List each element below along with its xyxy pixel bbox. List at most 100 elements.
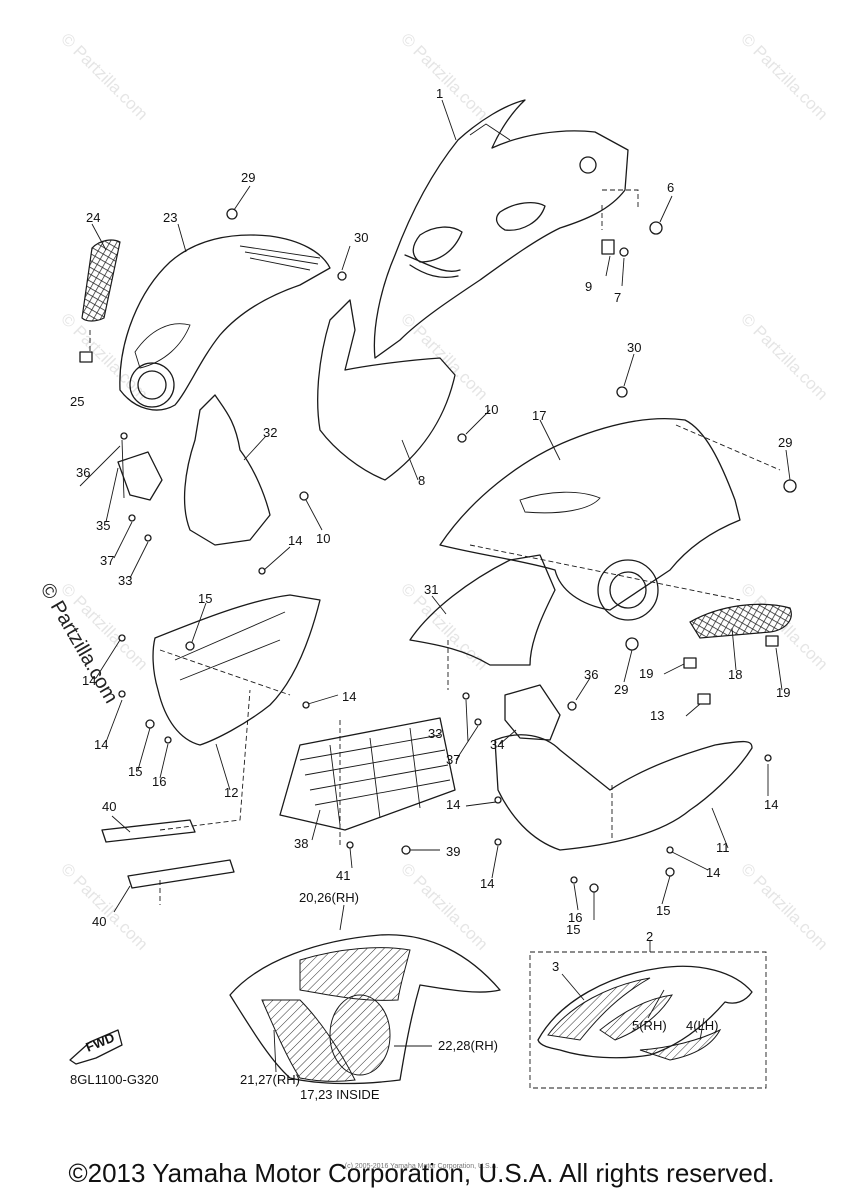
decal-cover [229, 934, 501, 1085]
bolt-14 [258, 567, 266, 575]
callout: 14 [480, 876, 494, 891]
bolt-29 [783, 479, 797, 493]
bolt-14 [764, 754, 772, 762]
bolt-29 [625, 637, 639, 651]
bolt-14 [118, 690, 126, 698]
bolt-39 [401, 845, 411, 855]
callout: 33 [118, 573, 132, 588]
bolt-15 [145, 719, 155, 729]
watermark-tile: © Partzilla.com [397, 29, 491, 123]
callout: 23 [163, 210, 177, 225]
part-35-device [117, 451, 163, 501]
callout: 14 [706, 865, 720, 880]
callout: 15 [656, 903, 670, 918]
bolt-29 [226, 208, 238, 220]
callout: 24 [86, 210, 100, 225]
bolt-15 [185, 641, 195, 651]
callout: 15 [198, 591, 212, 606]
callout: 29 [241, 170, 255, 185]
part-24-grille [81, 239, 121, 322]
washer-16 [164, 736, 172, 744]
callout: 1 [436, 86, 443, 101]
callout: 20,26(RH) [299, 890, 359, 905]
callout: 14 [82, 673, 96, 688]
watermark-tiles: © Partzilla.com © Partzilla.com © Partzi… [57, 29, 831, 953]
bolt-33 [462, 692, 470, 700]
diagram-code: 8GL1100-G320 [70, 1072, 159, 1087]
watermark-tile: © Partzilla.com [737, 309, 831, 403]
copyright-footer: ©2013 Yamaha Motor Corporation, U.S.A. A… [68, 1158, 775, 1188]
callout: 29 [778, 435, 792, 450]
callout: 11 [716, 840, 730, 855]
bolt-14 [494, 796, 502, 804]
part-40-strips [101, 819, 235, 889]
callout: 18 [728, 667, 742, 682]
bolt-36 [120, 432, 128, 440]
callout: 13 [650, 708, 664, 723]
washer-30 [337, 271, 347, 281]
callout: 37 [446, 752, 460, 767]
callout: 15 [128, 764, 142, 779]
callout: 31 [424, 582, 438, 597]
callout: 14 [446, 797, 460, 812]
callout: 10 [484, 402, 498, 417]
callout: 32 [263, 425, 277, 440]
callout: 16 [152, 774, 166, 789]
bolt-10 [457, 433, 467, 443]
part-31-bracket [409, 554, 556, 666]
callout: 12 [224, 785, 238, 800]
callout: 6 [667, 180, 674, 195]
part-13-clip [697, 693, 711, 705]
callout: 37 [100, 553, 114, 568]
bolt-14 [302, 701, 310, 709]
callout: 10 [316, 531, 330, 546]
callout: 36 [584, 667, 598, 682]
fasteners [118, 208, 797, 893]
washer-7 [619, 247, 629, 257]
callout: 9 [585, 279, 592, 294]
callout: 34 [490, 737, 504, 752]
callout: 21,27(RH) [240, 1072, 300, 1087]
callout: 35 [96, 518, 110, 533]
callout: 33 [428, 726, 442, 741]
part-32-bracket [183, 394, 271, 546]
bolt-14 [666, 846, 674, 854]
inside-note: 17,23 INSIDE [300, 1087, 380, 1102]
bolt-14 [494, 838, 502, 846]
watermark-tile: © Partzilla.com [57, 309, 151, 403]
part-19-clip [683, 657, 697, 669]
part-38-under-plate [279, 717, 456, 831]
leader-lines [79, 99, 791, 1073]
watermark-tile: © Partzilla.com [57, 859, 151, 953]
callout: 29 [614, 682, 628, 697]
callout: 14 [764, 797, 778, 812]
bolt-15 [589, 883, 599, 893]
callout: 15 [566, 922, 580, 937]
callout: 40 [92, 914, 106, 929]
bolt-6 [649, 221, 663, 235]
part-34-device [504, 684, 561, 741]
bolt-14 [118, 634, 126, 642]
screw-37 [128, 514, 136, 522]
watermark-tile: © Partzilla.com [57, 29, 151, 123]
bolt-10 [299, 491, 309, 501]
callout: 25 [70, 394, 84, 409]
callout-labels: 1 29 6 24 23 30 9 7 30 25 10 17 32 29 36… [70, 86, 792, 1102]
part-1-front-cowl [373, 99, 629, 359]
screw-37 [474, 718, 482, 726]
watermark-tile: © Partzilla.com [397, 309, 491, 403]
rivet-41 [346, 841, 354, 849]
part-25-clip [79, 351, 93, 363]
bolt-36 [567, 701, 577, 711]
bolt-33 [144, 534, 152, 542]
part-17-right-cover [439, 417, 741, 621]
bolt-15 [665, 867, 675, 877]
callout: 30 [627, 340, 641, 355]
callout: 17 [532, 408, 546, 423]
callout: 4(LH) [686, 1018, 719, 1033]
callout: 19 [639, 666, 653, 681]
callout: 30 [354, 230, 368, 245]
callout: 22,28(RH) [438, 1038, 498, 1053]
watermark-tile: © Partzilla.com [397, 859, 491, 953]
part-19-clip [765, 635, 779, 647]
